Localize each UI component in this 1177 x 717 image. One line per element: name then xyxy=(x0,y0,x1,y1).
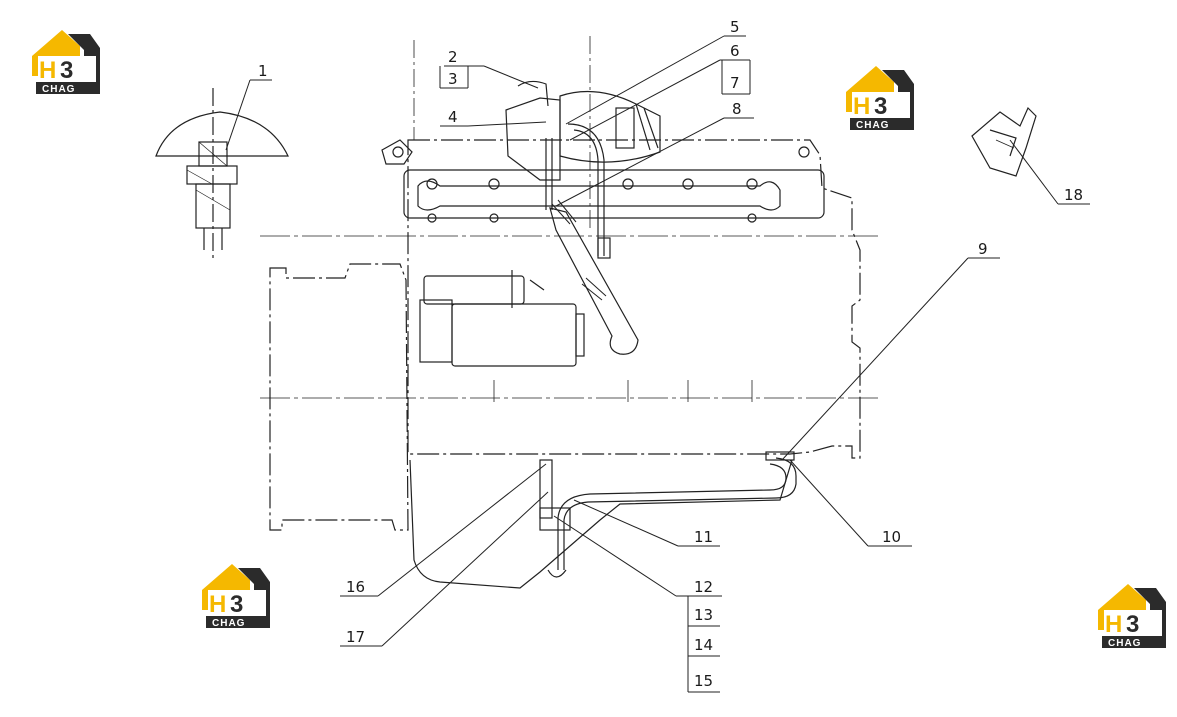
turbocharger xyxy=(505,80,661,181)
oil-feed-pipe xyxy=(545,123,611,259)
oil-return-pipe xyxy=(549,199,639,355)
callout-2: 2 xyxy=(448,48,458,66)
callout-10: 10 xyxy=(882,528,901,546)
watermark-logo xyxy=(846,66,914,131)
callout-7: 7 xyxy=(730,74,740,92)
callout-14: 14 xyxy=(694,636,713,654)
callout-9: 9 xyxy=(978,240,988,258)
callout-17: 17 xyxy=(346,628,365,646)
callout-labels: 1 2 3 4 5 6 7 8 9 10 11 12 13 14 15 16 1… xyxy=(258,18,1083,690)
callout-8: 8 xyxy=(732,100,742,118)
callout-16: 16 xyxy=(346,578,365,596)
starter-motor xyxy=(419,270,585,367)
callout-6: 6 xyxy=(730,42,740,60)
callout-15: 15 xyxy=(694,672,713,690)
callout-1: 1 xyxy=(258,62,268,80)
callout-13: 13 xyxy=(694,606,713,624)
callout-4: 4 xyxy=(448,108,458,126)
callout-5: 5 xyxy=(730,18,740,36)
oil-suction-pipe xyxy=(539,451,797,578)
callout-18: 18 xyxy=(1064,186,1083,204)
detail-view-1 xyxy=(155,88,289,262)
callout-11: 11 xyxy=(694,528,713,546)
watermark-logo: H3 xyxy=(32,30,100,95)
engine-body xyxy=(260,36,880,589)
callout-3: 3 xyxy=(448,70,458,88)
detail-view-18 xyxy=(971,106,1037,177)
callout-12: 12 xyxy=(694,578,713,596)
callout-leaders xyxy=(225,35,1090,693)
watermark-logo xyxy=(202,564,270,629)
watermark-logo xyxy=(1098,584,1166,649)
